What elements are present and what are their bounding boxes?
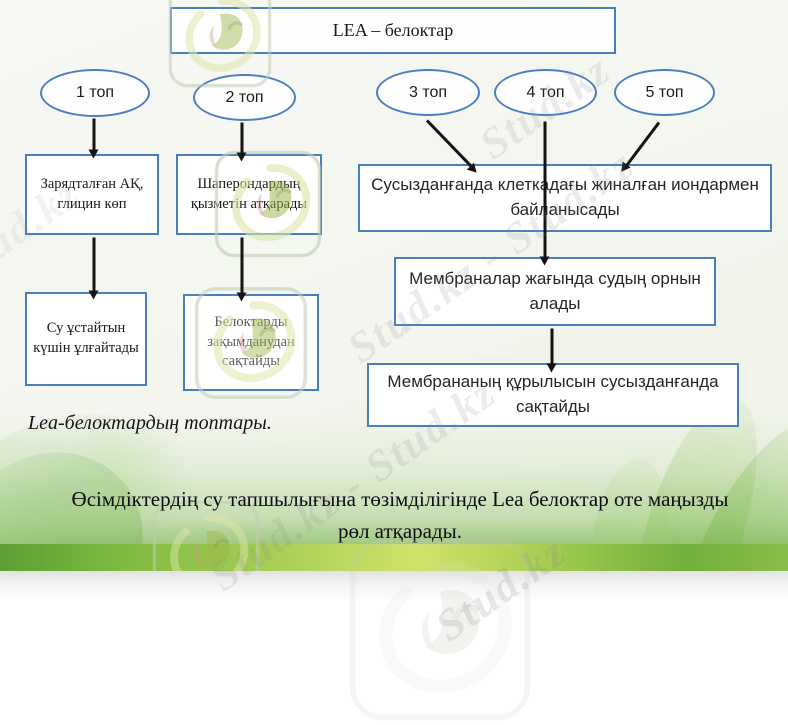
box-text: Белоктарды зақымданудан сақтайды	[207, 314, 295, 370]
page-background-below-slide	[0, 571, 788, 600]
group-label: 3 топ	[408, 83, 448, 101]
arrow-membrane-to-structure-box	[550, 328, 554, 365]
box-text: Сусызданғанда клеткадағы жиналған иондар…	[371, 175, 759, 219]
box-text: Зарядталған АҚ, глицин көп	[40, 175, 144, 212]
diagram-title-box: LEA – белоктар	[170, 7, 616, 54]
group-ellipse-1: 1 топ	[40, 69, 150, 117]
presentation-page: LEA – белоктар 1 топ 2 топ 3 топ 4 топ 5…	[0, 0, 788, 600]
box-shared-membrane-structure: Мембрананың құрылысын сусызданғанда сақт…	[367, 363, 739, 427]
arrow-group5-to-shared-box	[625, 121, 661, 167]
box-text: Мембрананың құрылысын сусызданғанда сақт…	[387, 372, 719, 416]
box-group1-function: Су ұстайтын күшін ұлғайтады	[25, 292, 147, 386]
arrow-group3-to-shared-box	[425, 119, 473, 168]
group-ellipse-4: 4 топ	[494, 69, 597, 116]
box-text: Мембраналар жағында судың орнын алады	[409, 268, 701, 313]
box-shared-membrane-water: Мембраналар жағында судың орнын алады	[394, 257, 716, 326]
arrow-group2-box-to-function	[240, 237, 244, 294]
box-group1-description: Зарядталған АҚ, глицин көп	[25, 154, 159, 235]
arrow-group1-to-box	[92, 118, 96, 151]
arrow-group4-to-membrane-box	[543, 121, 547, 258]
box-group2-function: Белоктарды зақымданудан сақтайды	[183, 294, 319, 391]
group-ellipse-3: 3 топ	[376, 69, 480, 116]
group-ellipse-5: 5 топ	[614, 69, 715, 116]
conclusion-text: Өсімдіктердің су тапшылығына төзімділігі…	[71, 487, 729, 543]
figure-caption: Lea-белоктардың топтары.	[28, 412, 272, 434]
box-shared-ion-binding: Сусызданғанда клеткадағы жиналған иондар…	[358, 164, 772, 232]
diagram-title: LEA – белоктар	[332, 20, 454, 40]
group-label: 5 топ	[645, 83, 684, 101]
group-ellipse-2: 2 топ	[193, 74, 296, 121]
box-text: Су ұстайтын күшін ұлғайтады	[33, 320, 139, 356]
group-label: 2 топ	[225, 88, 264, 106]
group-label: 4 топ	[526, 83, 565, 101]
box-group2-description: Шаперондардың қызметін атқарады	[176, 154, 322, 235]
green-bottom-strip	[0, 544, 788, 571]
arrow-group1-box-to-function	[92, 237, 96, 292]
box-text: Шаперондардың қызметін атқарады	[190, 175, 308, 212]
group-label: 1 топ	[75, 84, 115, 101]
slide-canvas: LEA – белоктар 1 топ 2 топ 3 топ 4 топ 5…	[0, 0, 788, 571]
arrow-group2-to-box	[240, 122, 244, 154]
